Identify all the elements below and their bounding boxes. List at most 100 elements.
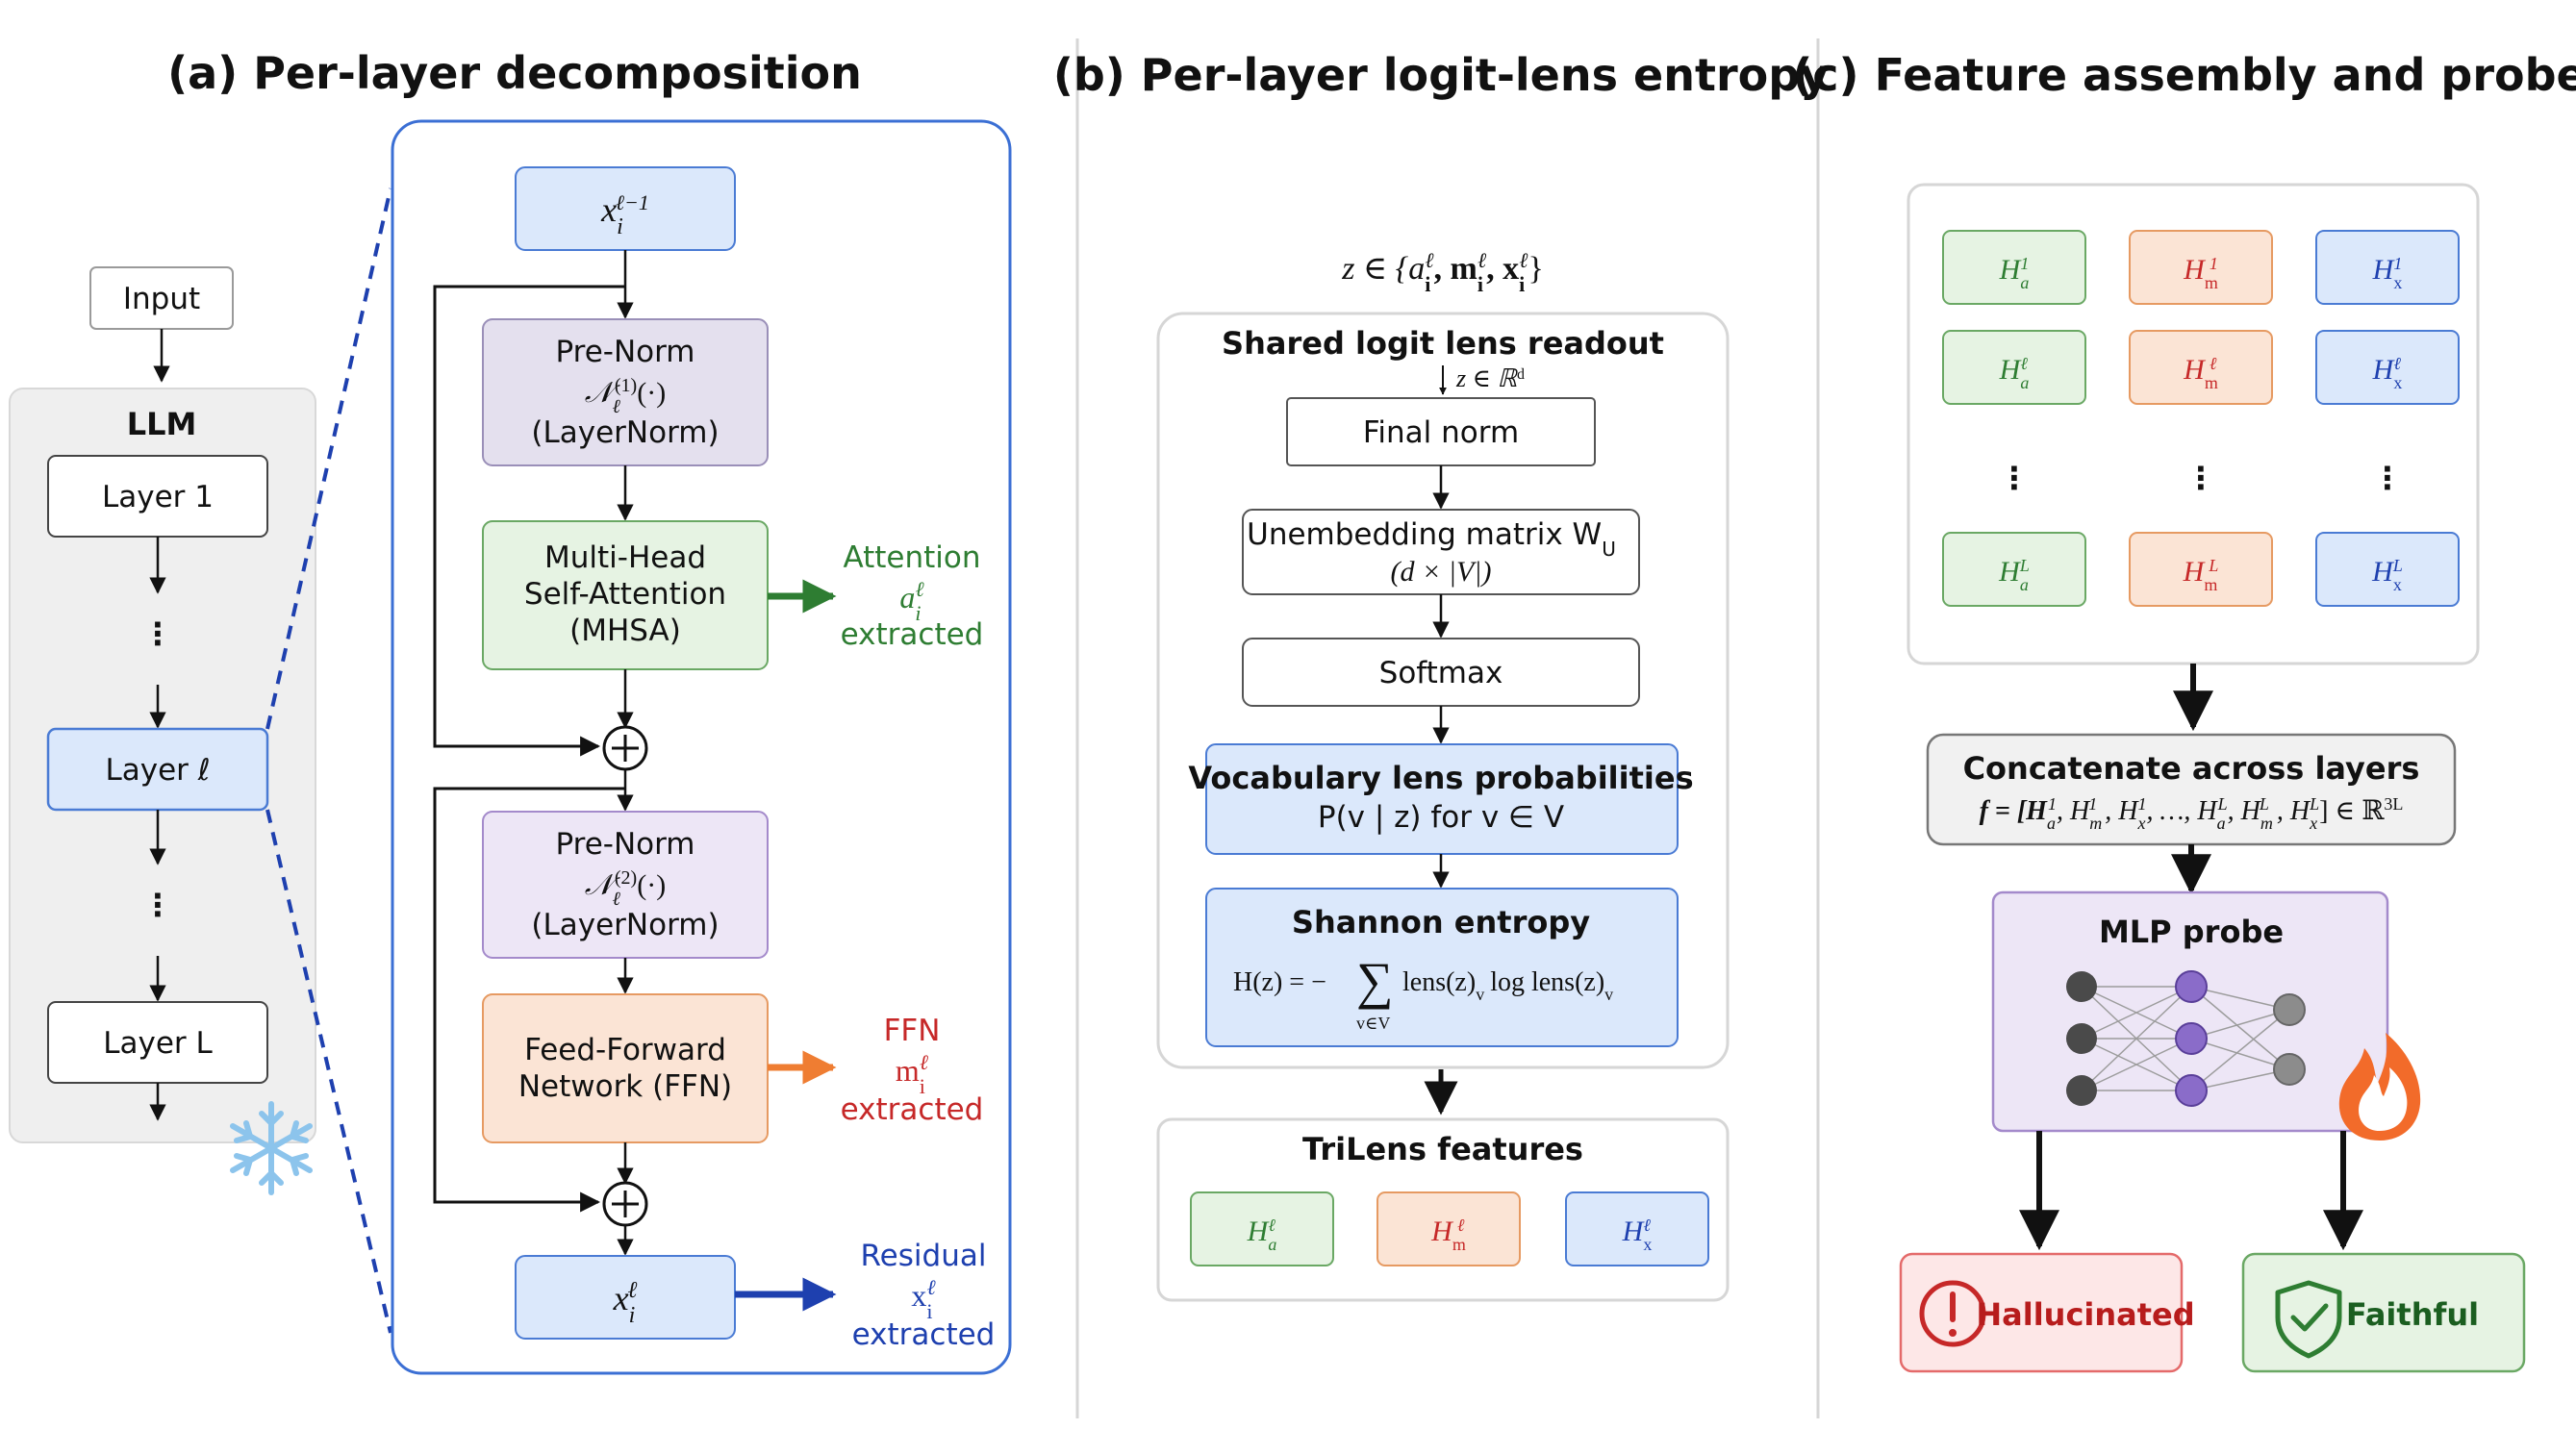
entropy-sum-index: v∈V [1356,1014,1390,1033]
attention-extracted: extracted [841,617,984,652]
prenorm-1-symbol: 𝒩ℓ(1)(·) [585,375,666,417]
ffn-out-extracted: extracted [841,1092,984,1127]
layer-dots-1: ⋮ [142,615,173,652]
residual-out-symbol: xiℓ [911,1275,936,1323]
feature-label: Ha1 [1999,254,2030,292]
prenorm-1-title: Pre-Norm [555,335,695,369]
trilens-feature-x: Hxℓ [1565,1191,1709,1266]
hallucinated-label: Hallucinated [1976,1296,2194,1333]
layer-L-label: Layer L [103,1026,213,1061]
feature-label: Hxℓ [1622,1216,1653,1254]
entropy-box [1205,888,1679,1047]
z-in-formula: z ∈ ℝd [1455,364,1525,392]
feature-label: Hmℓ [2183,354,2218,392]
trilens-feature-a: Haℓ [1190,1191,1334,1266]
entropy-lhs: H(z) = − [1233,967,1326,997]
attention-label: Attention [843,540,980,575]
ffn-out-label: FFN [884,1014,941,1048]
ffn-box [482,993,769,1143]
prenorm-2-title: Pre-Norm [555,827,695,862]
mlp-input-node [2066,1075,2097,1106]
warning-icon [1919,1280,1986,1347]
trilens-feature-m: Hmℓ [1376,1191,1521,1266]
unembedding-line2: (d × |V|) [1390,556,1491,588]
feature-cell-x-1: Hxℓ [2315,330,2460,405]
feature-grid-dots: ⋮ [2185,460,2216,496]
prenorm-2-sub: (LayerNorm) [531,908,719,942]
vocab-prob-formula: P(v | z) for v ∈ V [1318,800,1564,835]
ffn-line1: Feed-Forward [524,1033,726,1067]
feature-label: Hx1 [2372,254,2403,292]
entropy-title: Shannon entropy [1292,904,1590,940]
layer-1-label: Layer 1 [102,480,214,514]
panel-b-title: (b) Per-layer logit-lens entropy [1053,49,1829,101]
unembedding-line1: Unembedding matrix WU [1247,517,1616,561]
prenorm-2-symbol: 𝒩ℓ(2)(·) [585,867,666,910]
ffn-out-symbol: miℓ [896,1050,929,1098]
feature-cell-a-2: HaL [1942,532,2086,607]
feature-label: Hxℓ [2372,354,2403,392]
feature-cell-m-1: Hmℓ [2129,330,2273,405]
layer-dots-2: ⋮ [142,887,173,923]
feature-cell-x-0: Hx1 [2315,230,2460,305]
trilens-features: Haℓ Hmℓ Hxℓ [1190,1191,1709,1266]
hallucinated-box [1899,1252,2184,1373]
feature-label: Hm1 [2183,254,2218,292]
feature-label: Hmℓ [1430,1216,1466,1254]
mlp-hidden-node [2175,1022,2208,1055]
feature-label: HmL [2183,556,2219,594]
ffn-line2: Network (FFN) [518,1069,732,1104]
snowflake-icon [230,1101,313,1195]
layer-l-label: Layer ℓ [105,753,210,788]
residual-out-label: Residual [861,1239,987,1273]
zoom-line-top [265,188,392,730]
feature-grid-dots: ⋮ [1999,460,2030,496]
residual-skip-2 [433,787,625,1213]
concat-formula: f = [Ha1, Hm1, Hx1, …, HaL, HmL, HxL] ∈ … [1980,794,2404,833]
panel-a: (a) Per-layer decomposition Input LLM La… [9,47,1012,1375]
feature-cell-m-2: HmL [2129,532,2273,607]
panel-a-title: (a) Per-layer decomposition [167,47,862,99]
panel-c-title: (c) Feature assembly and probe [1792,49,2576,101]
mlp-network [2066,970,2306,1107]
feature-label: HaL [1998,556,2030,594]
feature-cell-a-1: Haℓ [1942,330,2086,405]
residual-out-extracted: extracted [852,1317,996,1352]
feature-label: HxL [2371,556,2403,594]
softmax-label: Softmax [1379,656,1503,690]
feature-label: Haℓ [1999,354,2030,392]
prenorm-1-sub: (LayerNorm) [531,415,719,450]
faithful-label: Faithful [2346,1296,2479,1333]
mlp-output-node [2273,993,2306,1026]
vocab-prob-title: Vocabulary lens probabilities [1188,760,1693,796]
x-out-symbol: xiℓ [613,1278,638,1328]
feature-cell-m-0: Hm1 [2129,230,2273,305]
feature-label: Haℓ [1247,1216,1277,1254]
mlp-input-node [2066,971,2097,1002]
mlp-input-node [2066,1023,2097,1054]
feature-cell-a-0: Ha1 [1942,230,2086,305]
z-set-formula: z ∈ {aiℓ, miℓ, xiℓ} [1341,248,1544,296]
llm-label: LLM [127,406,197,442]
final-norm-label: Final norm [1363,415,1519,450]
readout-title: Shared logit lens readout [1222,325,1664,362]
mlp-output-node [2273,1053,2306,1086]
trilens-title: TriLens features [1302,1131,1583,1167]
panel-c: (c) Feature assembly and probe Ha1 Hm1 Hx1… [1792,49,2576,1373]
attention-symbol: aiℓ [899,577,924,625]
mlp-hidden-node [2175,1074,2208,1107]
entropy-sum: ∑ [1356,952,1394,1010]
shield-check-icon [2275,1280,2342,1359]
mlp-hidden-node [2175,970,2208,1003]
x-prev-symbol: xiℓ−1 [600,190,649,240]
mhsa-line1: Multi-Head [544,540,706,575]
zoom-line-bottom [265,809,392,1334]
panel-b: (b) Per-layer logit-lens entropy z ∈ {ai… [1053,49,1829,1302]
mhsa-line3: (MHSA) [569,614,681,648]
mhsa-line2: Self-Attention [524,577,726,612]
residual-skip-1 [433,285,625,757]
